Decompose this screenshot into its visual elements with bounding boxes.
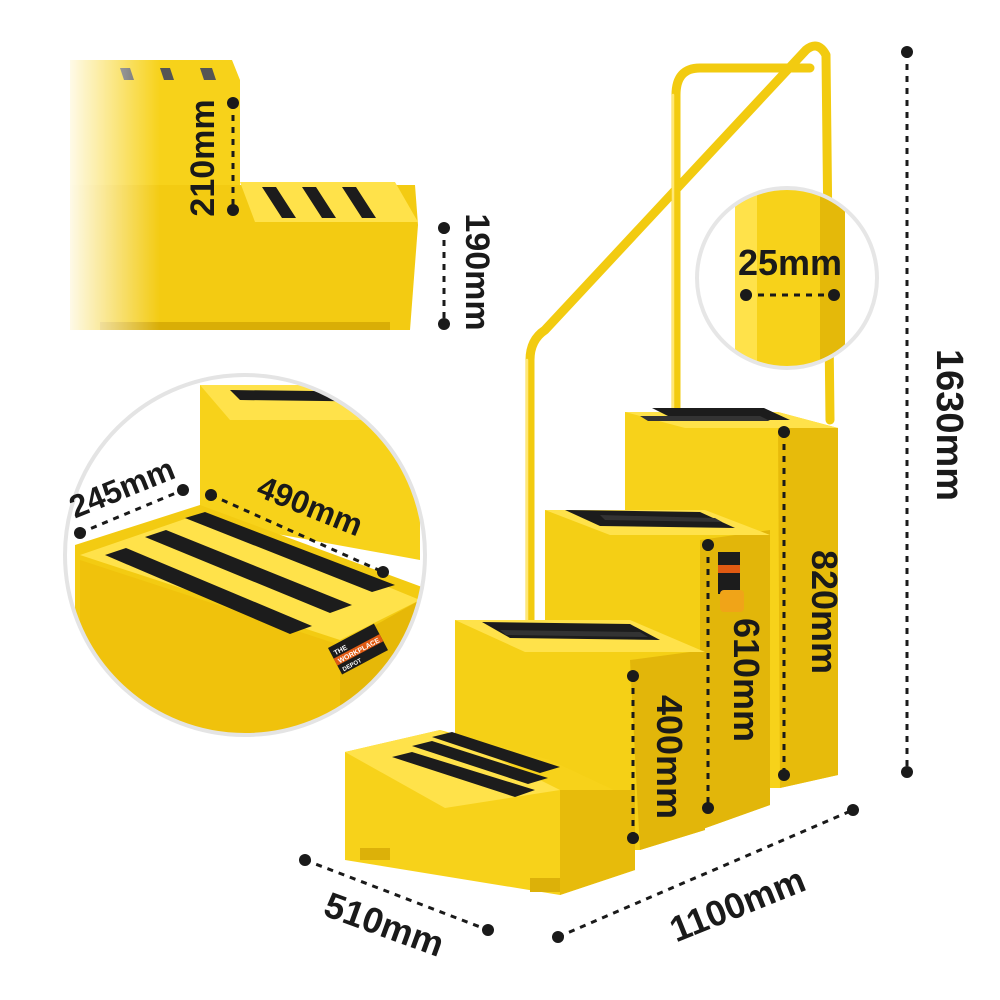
riser-height-label: 210mm: [184, 99, 222, 216]
handrail-diameter-label: 25mm: [738, 242, 842, 283]
total-length-label: 1100mm: [664, 859, 811, 950]
top-step-height-label: 820mm: [804, 550, 845, 674]
total-height-label: 1630mm: [928, 349, 970, 501]
base-step-height-label: 190mm: [458, 213, 496, 330]
step-height-dimensions: 820mm 610mm 400mm: [627, 426, 845, 844]
total-width-label: 510mm: [319, 884, 450, 965]
brand-badge: THE WORKPLACE DEPOT: [328, 623, 388, 675]
brand-badge-step: [718, 552, 744, 612]
handrail-detail-circle: 25mm: [695, 186, 879, 370]
step-profile-detail: 210mm 190mm: [60, 55, 496, 335]
step-unit: [345, 41, 838, 895]
handrail: [525, 41, 835, 785]
second-step-height-label: 400mm: [649, 695, 690, 819]
tread-detail-circle: THE WORKPLACE DEPOT 245mm 490mm: [63, 373, 427, 737]
tread-stripes-lower: [262, 187, 376, 218]
third-step-height-label: 610mm: [726, 618, 767, 742]
